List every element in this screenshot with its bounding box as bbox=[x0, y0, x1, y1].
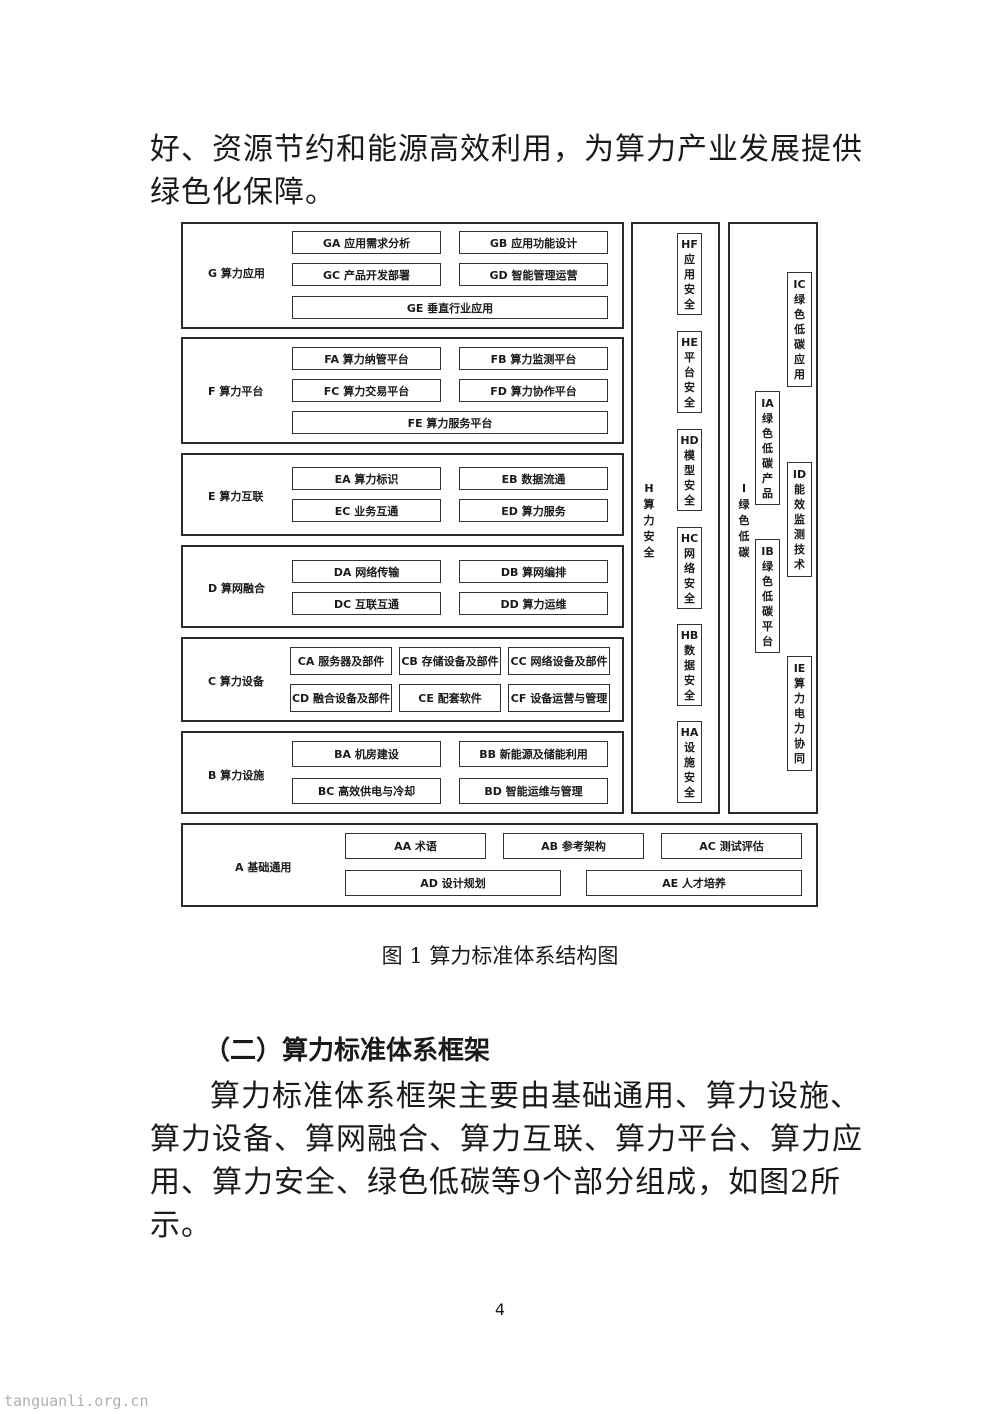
item-ie-text: 算力电力协同 bbox=[794, 677, 805, 765]
item-ge: GE 垂直行业应用 bbox=[292, 296, 608, 319]
item-hf: HF 应用安全 bbox=[677, 233, 702, 315]
figure-caption: 图 1 算力标准体系结构图 bbox=[381, 944, 619, 968]
layer-d-label: D 算网融合 bbox=[208, 582, 265, 595]
item-hd-text: 模型安全 bbox=[684, 448, 695, 507]
layer-f: F 算力平台 bbox=[181, 337, 624, 444]
item-cb: CB 存储设备及部件 bbox=[399, 647, 501, 675]
item-db: DB 算网编排 bbox=[459, 560, 608, 583]
item-hd-code: HD bbox=[680, 433, 699, 447]
item-fa: FA 算力纳管平台 bbox=[292, 347, 441, 370]
body-paragraph: 算力标准体系框架主要由基础通用、算力设施、算力设备、算网融合、算力互联、算力平台… bbox=[150, 1079, 863, 1243]
item-fb: FB 算力监测平台 bbox=[459, 347, 608, 370]
item-hd: HD 模型安全 bbox=[677, 429, 702, 511]
item-ha: HA 设施安全 bbox=[677, 721, 702, 803]
item-bd: BD 智能运维与管理 bbox=[459, 778, 608, 804]
item-ib-code: IB bbox=[761, 544, 774, 558]
layer-g-label: G 算力应用 bbox=[208, 267, 265, 280]
item-ib: IB 绿色低碳平台 bbox=[755, 539, 780, 653]
item-he-code: HE bbox=[681, 335, 698, 349]
item-he-text: 平台安全 bbox=[684, 350, 695, 409]
item-hb: HB 数据安全 bbox=[677, 624, 702, 706]
item-ia-code: IA bbox=[761, 396, 774, 410]
column-green bbox=[728, 222, 818, 814]
layer-b-label: B 算力设施 bbox=[208, 769, 265, 782]
item-ba: BA 机房建设 bbox=[292, 741, 441, 767]
layer-f-label: F 算力平台 bbox=[208, 385, 264, 398]
item-ae: AE 人才培养 bbox=[586, 870, 802, 896]
item-ea: EA 算力标识 bbox=[292, 467, 441, 490]
column-security-label: H 算力安全 bbox=[640, 481, 658, 561]
item-fd: FD 算力协作平台 bbox=[459, 379, 608, 402]
item-ie-code: IE bbox=[793, 662, 806, 675]
column-security-text: 算力安全 bbox=[643, 498, 655, 559]
item-hb-text: 数据安全 bbox=[684, 643, 695, 702]
item-eb: EB 数据流通 bbox=[459, 467, 608, 490]
item-gc: GC 产品开发部署 bbox=[292, 263, 441, 286]
item-cf: CF 设备运营与管理 bbox=[508, 684, 610, 712]
section-heading: （二）算力标准体系框架 bbox=[204, 1036, 491, 1066]
item-ha-code: HA bbox=[680, 725, 699, 739]
layer-b: B 算力设施 bbox=[181, 731, 624, 814]
item-hf-text: 应用安全 bbox=[684, 252, 695, 311]
layer-e: E 算力互联 bbox=[181, 453, 624, 536]
item-id-code: ID bbox=[792, 468, 807, 481]
column-security bbox=[631, 222, 720, 814]
column-green-code: I bbox=[741, 482, 747, 495]
item-gb: GB 应用功能设计 bbox=[459, 231, 608, 254]
layer-a-label: A 基础通用 bbox=[235, 861, 292, 874]
layer-c-label: C 算力设备 bbox=[208, 675, 264, 688]
item-bb: BB 新能源及储能利用 bbox=[459, 741, 608, 767]
item-ic: IC 绿色低碳应用 bbox=[787, 272, 812, 387]
item-hc: HC 网络安全 bbox=[677, 527, 702, 609]
item-ab: AB 参考架构 bbox=[503, 833, 644, 859]
layer-c: C 算力设备 bbox=[181, 637, 624, 722]
item-ha-text: 设施安全 bbox=[684, 740, 695, 799]
item-ac: AC 测试评估 bbox=[661, 833, 802, 859]
item-ia: IA 绿色低碳产品 bbox=[755, 391, 780, 505]
item-aa: AA 术语 bbox=[345, 833, 486, 859]
item-hf-code: HF bbox=[681, 237, 698, 251]
item-ic-code: IC bbox=[793, 278, 806, 291]
page-number: 4 bbox=[494, 1300, 506, 1319]
item-ad: AD 设计规划 bbox=[345, 870, 561, 896]
item-ia-text: 绿色低碳产品 bbox=[762, 411, 773, 500]
layer-e-label: E 算力互联 bbox=[208, 490, 264, 503]
item-bc: BC 高效供电与冷却 bbox=[292, 778, 441, 804]
item-dd: DD 算力运维 bbox=[459, 592, 608, 615]
item-ec: EC 业务互通 bbox=[292, 499, 441, 522]
item-cd: CD 融合设备及部件 bbox=[290, 684, 392, 712]
item-hb-code: HB bbox=[680, 628, 699, 642]
item-ie: IE 算力电力协同 bbox=[787, 656, 812, 771]
intro-paragraph: 好、资源节约和能源高效利用，为算力产业发展提供绿色化保障。 bbox=[150, 132, 863, 210]
item-hc-text: 网络安全 bbox=[684, 546, 695, 605]
column-security-code: H bbox=[644, 482, 654, 495]
item-ic-text: 绿色低碳应用 bbox=[794, 293, 805, 381]
item-dc: DC 互联互通 bbox=[292, 592, 441, 615]
item-cc: CC 网络设备及部件 bbox=[508, 647, 610, 675]
column-green-label: I 绿色低碳 bbox=[735, 481, 753, 561]
item-id-text: 能效监测技术 bbox=[794, 483, 805, 571]
item-gd: GD 智能管理运营 bbox=[459, 263, 608, 286]
item-id: ID 能效监测技术 bbox=[787, 462, 812, 577]
site-watermark: tanguanli.org.cn bbox=[4, 1392, 149, 1410]
column-green-text: 绿色低碳 bbox=[738, 498, 750, 559]
item-ed: ED 算力服务 bbox=[459, 499, 608, 522]
item-ce: CE 配套软件 bbox=[399, 684, 501, 712]
item-he: HE 平台安全 bbox=[677, 331, 702, 413]
layer-g: G 算力应用 bbox=[181, 222, 624, 329]
item-da: DA 网络传输 bbox=[292, 560, 441, 583]
item-ca: CA 服务器及部件 bbox=[290, 647, 392, 675]
item-ga: GA 应用需求分析 bbox=[292, 231, 441, 254]
layer-d: D 算网融合 bbox=[181, 545, 624, 628]
layer-a: A 基础通用 bbox=[181, 823, 818, 907]
item-hc-code: HC bbox=[680, 531, 699, 545]
item-fe: FE 算力服务平台 bbox=[292, 411, 608, 434]
item-fc: FC 算力交易平台 bbox=[292, 379, 441, 402]
item-ib-text: 绿色低碳平台 bbox=[762, 559, 773, 648]
